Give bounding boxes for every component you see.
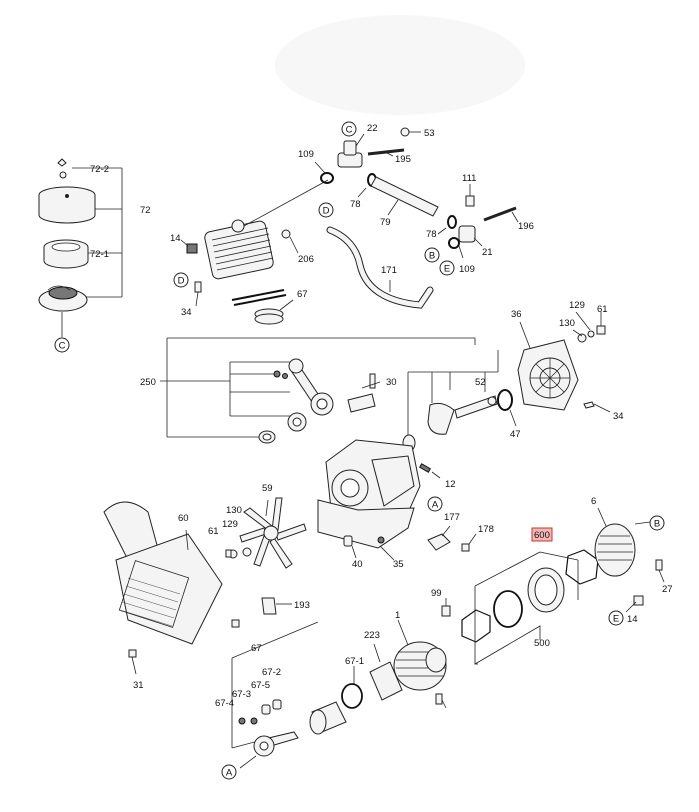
callout-6: 6 (591, 496, 596, 507)
callout-21: 21 (482, 247, 493, 258)
ref-e-1: E (444, 264, 450, 275)
callout-79: 79 (380, 217, 391, 228)
callout-36: 36 (511, 309, 522, 320)
callout-61: 61 (208, 526, 219, 537)
callout-12: 12 (445, 479, 456, 490)
callout-78: 78 (350, 199, 361, 210)
callout-67-5: 67-5 (251, 680, 270, 691)
callout-67: 67 (297, 289, 308, 300)
ref-b-2: B (654, 519, 660, 530)
callout-52: 52 (475, 377, 486, 388)
callout-59: 59 (262, 483, 273, 494)
callout-193: 193 (294, 600, 310, 611)
callout-111: 111 (462, 173, 476, 184)
callout-99: 99 (431, 588, 442, 599)
callout-72: 72 (140, 205, 151, 216)
callout-67-4: 67-4 (215, 698, 234, 709)
callout-129: 129 (222, 519, 238, 530)
callout-78: 78 (426, 229, 437, 240)
background-smudge (275, 15, 525, 115)
callout-35: 35 (393, 559, 404, 570)
callout-31: 31 (133, 680, 144, 691)
ref-a-2: A (226, 768, 233, 779)
callout-47: 47 (510, 429, 521, 440)
callout-130: 130 (226, 505, 242, 516)
pipe-group (314, 127, 519, 309)
part-600-highlight (531, 527, 553, 542)
cylinder-head-group (180, 179, 329, 325)
callout-40: 40 (352, 559, 363, 570)
callout-53: 53 (424, 128, 435, 139)
callout-195: 195 (395, 154, 411, 165)
fan-group (103, 497, 477, 675)
callout-109: 109 (459, 264, 475, 275)
callout-196: 196 (518, 221, 534, 232)
callout-177: 177 (444, 512, 460, 523)
ref-c-left: C (59, 341, 66, 352)
ref-d-1: D (323, 206, 330, 217)
callout-67: 67 (251, 643, 262, 654)
crankshaft-group (402, 350, 517, 479)
callout-34: 34 (181, 307, 192, 318)
ref-e-2: E (613, 614, 619, 625)
ref-d-2: D (178, 276, 185, 287)
callout-206: 206 (298, 254, 314, 265)
callout-22: 22 (367, 123, 378, 134)
callout-61: 61 (597, 304, 608, 315)
callout-178: 178 (478, 524, 494, 535)
part-callouts: 22 53 195 109 78 79 111 78 196 21 109 17… (90, 123, 673, 709)
callout-223: 223 (364, 630, 380, 641)
callout-250: 250 (140, 377, 156, 388)
callout-14: 14 (170, 233, 181, 244)
callout-109: 109 (298, 149, 314, 160)
callout-129: 129 (569, 300, 585, 311)
ref-c-top: C (346, 125, 353, 136)
ref-a-1: A (432, 500, 439, 511)
callout-500: 500 (534, 638, 550, 649)
callout-72-2: 72-2 (90, 164, 109, 175)
ref-b-1: B (429, 251, 435, 262)
callout-67-2: 67-2 (262, 667, 281, 678)
cylinder-group (231, 507, 665, 769)
callout-171: 171 (381, 265, 397, 276)
callout-34: 34 (613, 411, 624, 422)
callout-60: 60 (178, 513, 189, 524)
callout-600: 600 (534, 530, 550, 541)
callout-1: 1 (395, 610, 400, 621)
air-cleaner-group (38, 158, 123, 337)
crankcase-group (317, 439, 421, 561)
callout-67-1: 67-1 (345, 656, 364, 667)
reference-circles: C D D B E C A B E A (54, 121, 665, 780)
callout-14: 14 (627, 614, 638, 625)
callout-27: 27 (662, 584, 673, 595)
callout-30: 30 (386, 377, 397, 388)
callout-67-3: 67-3 (232, 689, 251, 700)
connecting-rod-group (160, 337, 476, 444)
callout-130: 130 (559, 318, 575, 329)
recoil-cover-group (517, 311, 611, 413)
callout-72-1: 72-1 (90, 249, 109, 260)
